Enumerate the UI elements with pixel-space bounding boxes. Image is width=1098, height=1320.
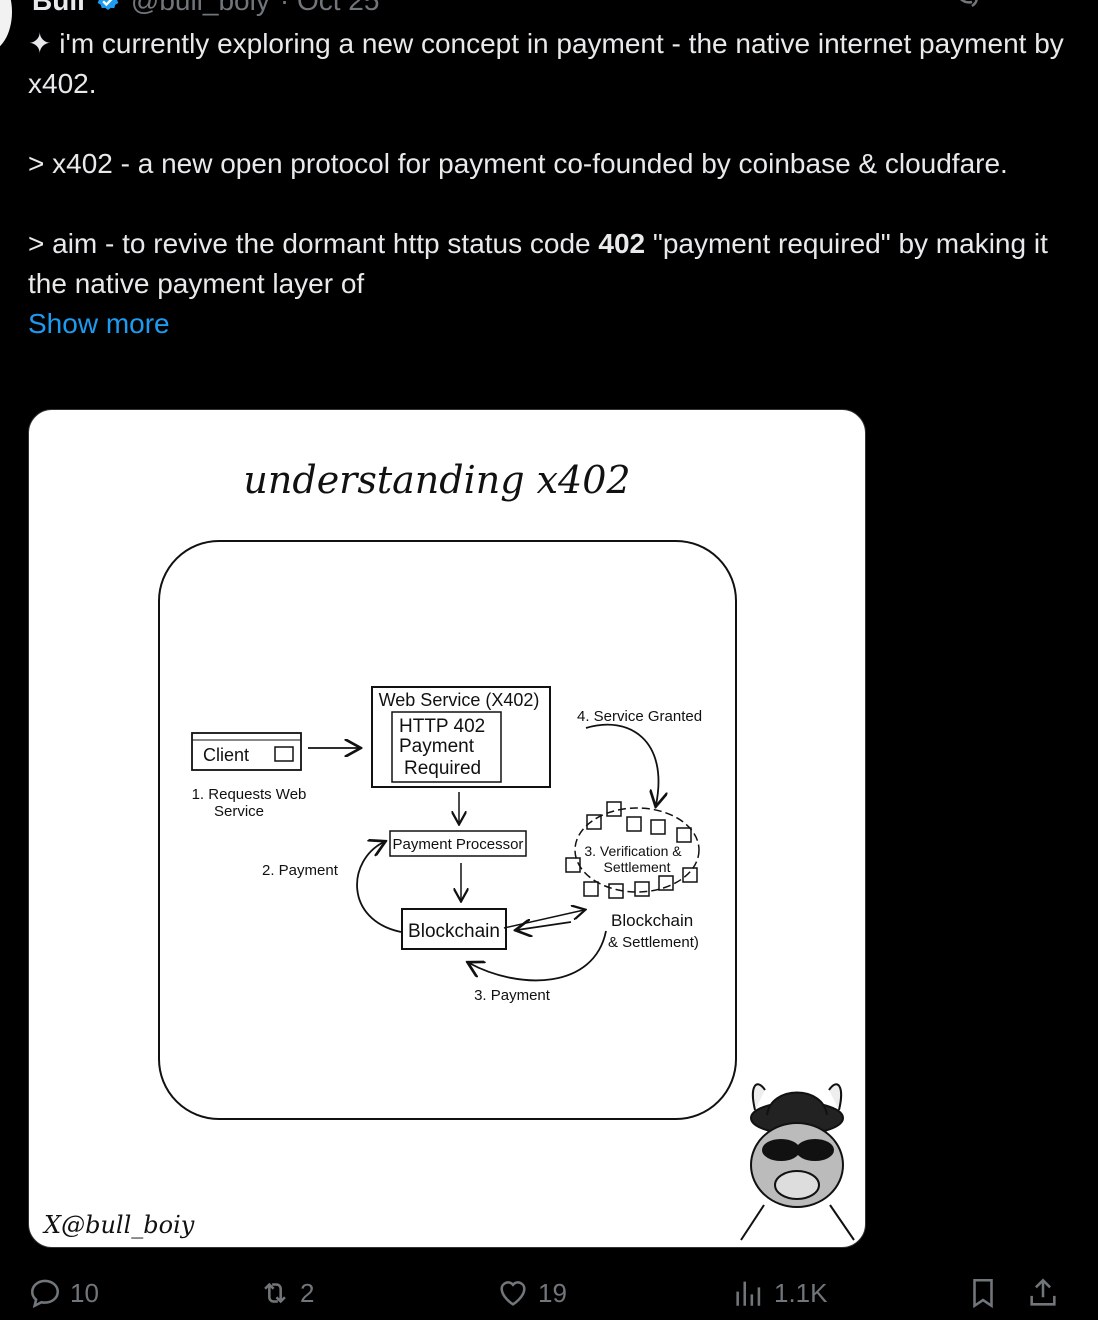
bookmark-icon xyxy=(973,1278,993,1309)
share-icon xyxy=(1030,1278,1056,1306)
repost-button[interactable]: 2 xyxy=(258,1276,314,1310)
watermark: X@bull_boiy xyxy=(42,1211,195,1239)
reply-icon xyxy=(30,1279,60,1309)
views-icon xyxy=(736,1281,761,1306)
client-label: Client xyxy=(203,745,249,765)
x402-diagram: understanding x402 Client 1. Requests We… xyxy=(42,458,855,1241)
post-date[interactable]: · Oct 25 xyxy=(279,0,380,16)
repost-icon xyxy=(264,1282,286,1304)
client-window-icon xyxy=(274,746,294,762)
header-actions: ••• xyxy=(952,0,1058,12)
views-button[interactable]: 1.1K xyxy=(732,1276,828,1310)
web-service-box xyxy=(371,686,551,788)
service-granted-label: 4. Service Granted xyxy=(577,708,702,725)
reply-count: 10 xyxy=(70,1277,99,1308)
verified-badge-icon xyxy=(97,0,119,10)
web-service-label: Web Service (X402) xyxy=(379,690,540,710)
blockchain-box xyxy=(401,908,507,950)
sparkle-icon: ✦ xyxy=(28,28,52,59)
verification-line1: 3. Verification & xyxy=(584,843,682,859)
like-count: 19 xyxy=(538,1277,567,1308)
tweet-para3-after: "payment required" by making it the nati… xyxy=(28,228,1048,299)
action-bar: 10 2 19 1.1K xyxy=(0,1270,1098,1318)
like-button[interactable]: 19 xyxy=(496,1276,567,1310)
tweet-paragraph-2: > x402 - a new open protocol for payment… xyxy=(28,148,1008,179)
step3-label: 3. Payment xyxy=(474,987,551,1004)
tweet-para3-before: > aim - to revive the dormant http statu… xyxy=(28,228,599,259)
verification-cluster xyxy=(565,801,700,899)
reply-button[interactable]: 10 xyxy=(28,1276,99,1310)
blockchain-settlement-line2: & Settlement) xyxy=(608,934,699,951)
payment-processor-box xyxy=(389,830,527,857)
http402-box xyxy=(391,711,502,783)
bull-mascot xyxy=(740,1083,855,1241)
heart-icon xyxy=(500,1281,526,1306)
show-more-link[interactable]: Show more xyxy=(28,308,170,339)
views-count: 1.1K xyxy=(774,1277,828,1308)
author-name[interactable]: Bull xyxy=(32,0,85,16)
blockchain-box-label: Blockchain xyxy=(408,921,500,942)
repost-count: 2 xyxy=(300,1277,315,1308)
tweet-text: ✦ i'm currently exploring a new concept … xyxy=(28,24,1068,344)
client-box xyxy=(191,732,302,771)
diagram-title: understanding x402 xyxy=(243,458,630,502)
blockchain-settlement-line1: Blockchain xyxy=(611,911,693,930)
more-options-icon[interactable]: ••• xyxy=(1020,0,1058,12)
bookmark-button[interactable] xyxy=(966,1276,1000,1310)
tweet-paragraph-1: ✦ i'm currently exploring a new concept … xyxy=(28,24,1068,104)
step1-line1: 1. Requests Web xyxy=(192,786,307,803)
http402-line2: Payment xyxy=(399,736,475,757)
grok-icon[interactable] xyxy=(952,0,984,8)
tweet-header: Bull @bull_boiy · Oct 25 xyxy=(32,0,379,16)
share-button[interactable] xyxy=(1026,1276,1060,1310)
diagram-frame xyxy=(158,540,737,1120)
payment-processor-label: Payment Processor xyxy=(393,836,524,853)
tweet-para1-text: i'm currently exploring a new concept in… xyxy=(28,28,1064,99)
tweet-paragraph-3: > aim - to revive the dormant http statu… xyxy=(28,224,1068,304)
http402-line3: Required xyxy=(404,758,481,779)
avatar[interactable] xyxy=(0,0,12,52)
step2-label: 2. Payment xyxy=(262,862,339,879)
verification-line2: Settlement xyxy=(604,859,671,875)
author-handle[interactable]: @bull_boiy xyxy=(130,0,270,16)
http402-line1: HTTP 402 xyxy=(399,716,485,737)
tweet-para3-bold: 402 xyxy=(598,228,646,259)
tweet-image[interactable]: understanding x402 Client 1. Requests We… xyxy=(28,409,866,1248)
step1-line2: Service xyxy=(214,803,264,820)
